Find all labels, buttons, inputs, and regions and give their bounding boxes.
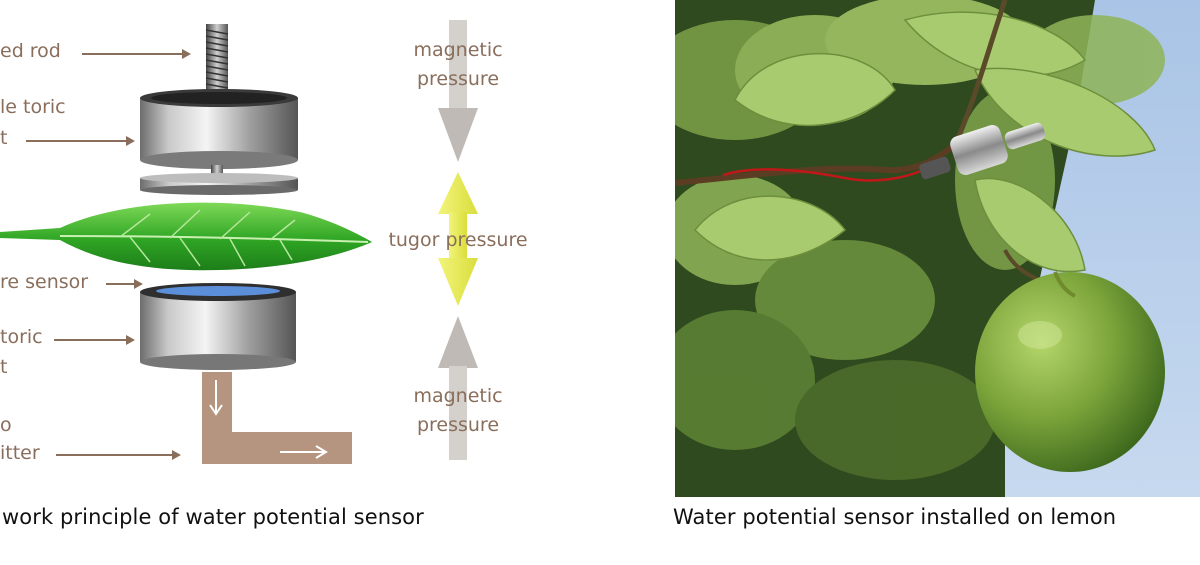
label-upper-magnet-line1: le toric <box>0 96 66 118</box>
sensor-diagram: ed rod le toric t re sensor toric t o it… <box>0 0 560 500</box>
tugor-pressure-arrow <box>438 172 478 306</box>
caption-diagram: work principle of water potential sensor <box>2 505 424 529</box>
magnetic-pressure-arrow-bottom <box>438 316 478 460</box>
lemon-tree-photo <box>675 0 1200 497</box>
label-transmitter-line2: itter <box>0 442 40 464</box>
magnetic-pressure-arrow-top <box>438 20 478 162</box>
label-pressure-sensor: re sensor <box>0 271 88 293</box>
diagram-svg: ed rod le toric t re sensor toric t o it… <box>0 20 528 464</box>
upper-toric-magnet <box>140 89 298 169</box>
photo-svg <box>675 0 1200 497</box>
lower-toric-magnet <box>140 283 296 370</box>
label-lower-magnet-line2: t <box>0 356 7 378</box>
label-transmitter-line1: o <box>0 414 12 436</box>
label-lower-magnet-line1: toric <box>0 326 43 348</box>
label-upper-magnet-line2: t <box>0 127 7 149</box>
upper-washer <box>140 173 298 195</box>
label-threaded-rod: ed rod <box>0 40 61 62</box>
pressure-tugor: tugor pressure <box>388 229 527 251</box>
installed-sensor <box>919 122 1046 180</box>
leaf <box>0 202 372 271</box>
transmitter-cable <box>202 372 352 464</box>
pressure-bottom-line2: pressure <box>417 414 499 436</box>
pressure-bottom-line1: magnetic <box>413 385 502 407</box>
caption-photo: Water potential sensor installed on lemo… <box>673 505 1117 529</box>
pressure-sensor-surface <box>156 286 280 296</box>
pressure-top-line1: magnetic <box>413 39 502 61</box>
lemon-fruit <box>975 271 1165 472</box>
pressure-top-line2: pressure <box>417 68 499 90</box>
